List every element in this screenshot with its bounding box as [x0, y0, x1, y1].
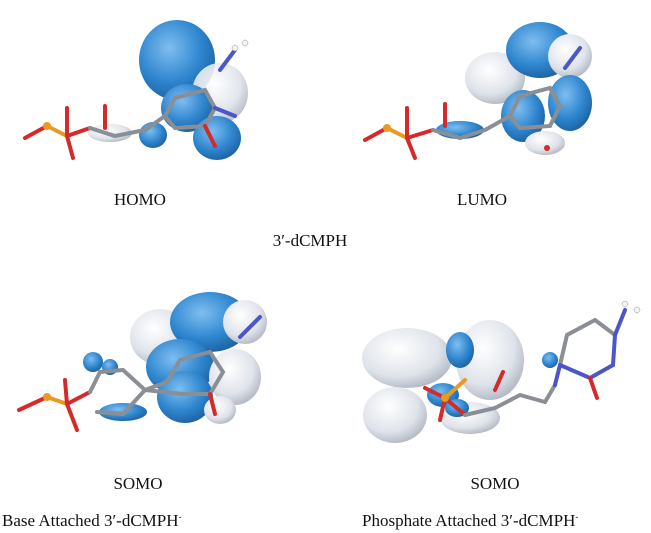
lumo-label: LUMO — [456, 190, 508, 209]
lumo-orbital-render — [345, 8, 635, 168]
negative-lobe — [204, 396, 236, 424]
top-molecule-caption: 3′-dCMPH — [272, 231, 348, 250]
negative-lobe — [525, 131, 565, 155]
base-attached-caption: Base Attached 3′-dCMPH- — [2, 511, 182, 530]
somo-phosphate-attached-render — [345, 290, 645, 455]
negative-lobe — [209, 349, 261, 405]
negative-lobe — [362, 328, 452, 388]
positive-lobe — [161, 84, 213, 132]
positive-lobe — [542, 352, 558, 368]
positive-lobe — [548, 75, 592, 131]
positive-lobe — [446, 332, 474, 368]
homo-orbital-render — [5, 8, 295, 168]
negative-lobe — [548, 34, 592, 78]
somo-base-label: SOMO — [113, 474, 163, 493]
somo-phosphate-label: SOMO — [470, 474, 520, 493]
negative-lobe — [456, 320, 524, 400]
somo-base-attached-render — [5, 282, 295, 452]
negative-lobe — [465, 52, 525, 104]
positive-lobe — [83, 352, 103, 372]
negative-lobe — [363, 387, 427, 443]
positive-lobe — [157, 371, 213, 423]
homo-label: HOMO — [114, 190, 166, 209]
positive-lobe — [193, 116, 241, 160]
phosphate-attached-caption: Phosphate Attached 3′-dCMPH- — [362, 511, 579, 530]
negative-lobe — [223, 300, 267, 344]
